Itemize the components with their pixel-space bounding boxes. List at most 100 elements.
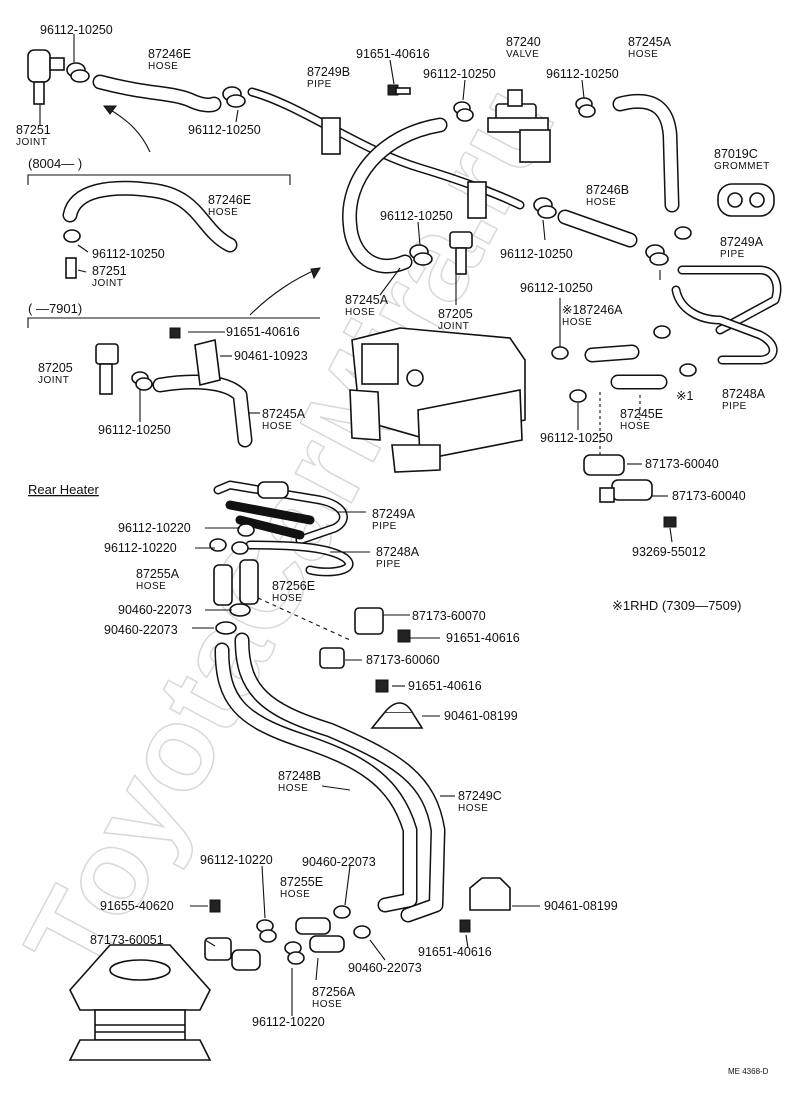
drawing-clamps-top xyxy=(222,86,246,108)
part-number: 87249B xyxy=(307,65,350,79)
part-number: 87249C xyxy=(458,789,502,803)
callout-part-c27: 96112-10250 xyxy=(98,423,171,437)
part-type: HOSE xyxy=(262,421,292,432)
part-number: 87205 xyxy=(438,307,473,321)
part-number: 87246E xyxy=(148,47,191,61)
part-number: 96112-10250 xyxy=(546,67,619,81)
drawing-pipe-87249A-rear xyxy=(213,480,348,545)
drawing-hose-87245E xyxy=(569,363,697,403)
callout-part-c34: 96112-10220 xyxy=(118,521,191,535)
rear-heater-label: Rear Heater xyxy=(28,482,99,497)
callout-part-c31: 96112-10250 xyxy=(540,431,613,445)
range-7901: ( ―7901) xyxy=(28,301,82,316)
callout-part-c57: 90460-22073 xyxy=(348,961,422,975)
part-number: 87248A xyxy=(376,545,420,559)
part-number: 87249A xyxy=(720,235,764,249)
callout-part-c32: 87173-60040 xyxy=(645,457,719,471)
callout-part-c41: 90460-22073 xyxy=(118,603,192,617)
part-number: 96112-10220 xyxy=(200,853,273,867)
part-number: 90460-22073 xyxy=(302,855,376,869)
part-number: 87246B xyxy=(586,183,629,197)
part-type: HOSE xyxy=(562,317,592,328)
drawing-top-joint-87251 xyxy=(27,49,65,105)
part-number: 96112-10250 xyxy=(188,123,261,137)
part-number: 96112-10220 xyxy=(252,1015,325,1029)
part-number: 91651-40616 xyxy=(356,47,430,61)
drawing-clips-87173-60070 xyxy=(319,607,411,693)
part-type: JOINT xyxy=(38,375,69,386)
part-number: 96112-10250 xyxy=(380,209,453,223)
part-type: JOINT xyxy=(92,278,123,289)
callout-part-c53: 91655-40620 xyxy=(100,899,174,913)
part-type: HOSE xyxy=(586,197,616,208)
drawing-clamps-mid xyxy=(409,197,692,266)
part-number: 91651-40616 xyxy=(418,945,492,959)
part-number: 96112-10250 xyxy=(423,67,496,81)
callout-part-c51: 90460-22073 xyxy=(302,855,376,869)
callout-part-c33: 87173-60040 xyxy=(672,489,746,503)
drawing-hose-87245A-sub xyxy=(152,374,253,448)
drawing-bottom-parts xyxy=(204,877,511,971)
part-number: 87245A xyxy=(345,293,389,307)
part-type: HOSE xyxy=(272,593,302,604)
drawing-hoses-87255A-87256E xyxy=(213,559,259,635)
part-number: ※1 xyxy=(676,389,693,403)
part-number: 87248B xyxy=(278,769,321,783)
part-type: HOSE xyxy=(278,783,308,794)
part-number: 87173-60070 xyxy=(412,609,486,623)
drawing-joint-87205-sub xyxy=(95,343,153,395)
drawing-long-hoses xyxy=(214,632,446,923)
drawing-bolt-91651 xyxy=(387,84,411,96)
drawing-clamps-valve xyxy=(453,97,596,122)
part-type: HOSE xyxy=(345,307,375,318)
part-type: HOSE xyxy=(208,207,238,218)
part-number: 96112-10220 xyxy=(104,541,177,555)
footer-code: ME 4368-D xyxy=(728,1067,769,1076)
drawing-hose-87246E-sub xyxy=(62,180,238,279)
callout-part-c8: 96112-10250 xyxy=(546,67,619,81)
callout-part-c3: 91651-40616 xyxy=(356,47,430,61)
drawing-heater-unit xyxy=(349,327,526,473)
drawing-grommet-87019C xyxy=(717,183,775,217)
part-number: 90461-08199 xyxy=(444,709,518,723)
part-type: JOINT xyxy=(438,321,469,332)
drawing-hose-87245A xyxy=(342,117,448,274)
part-number: 96112-10250 xyxy=(92,247,165,261)
callout-part-c54: 90461-08199 xyxy=(544,899,618,913)
part-number: 96112-10250 xyxy=(98,423,171,437)
part-number: 87245A xyxy=(628,35,672,49)
part-number: 96112-10220 xyxy=(118,521,191,535)
part-number: 91651-40616 xyxy=(226,325,300,339)
callout-part-c38: 93269-55012 xyxy=(632,545,706,559)
callout-part-c10: 96112-10250 xyxy=(188,123,261,137)
part-number: 87173-60040 xyxy=(672,489,746,503)
part-number: 90460-22073 xyxy=(348,961,422,975)
part-type: PIPE xyxy=(307,79,332,90)
part-type: VALVE xyxy=(506,49,539,60)
part-type: HOSE xyxy=(312,999,342,1010)
part-number: 87245E xyxy=(620,407,663,421)
callout-part-c46: 91651-40616 xyxy=(408,679,482,693)
part-number: 87251 xyxy=(16,123,51,137)
part-type: PIPE xyxy=(722,401,747,412)
callout-part-c44: 91651-40616 xyxy=(446,631,520,645)
callout-part-c17: 96112-10250 xyxy=(500,247,573,261)
drawing-pipe-87249B xyxy=(247,87,525,219)
drawing-valve-87240 xyxy=(487,89,551,163)
part-number: 90461-10923 xyxy=(234,349,308,363)
